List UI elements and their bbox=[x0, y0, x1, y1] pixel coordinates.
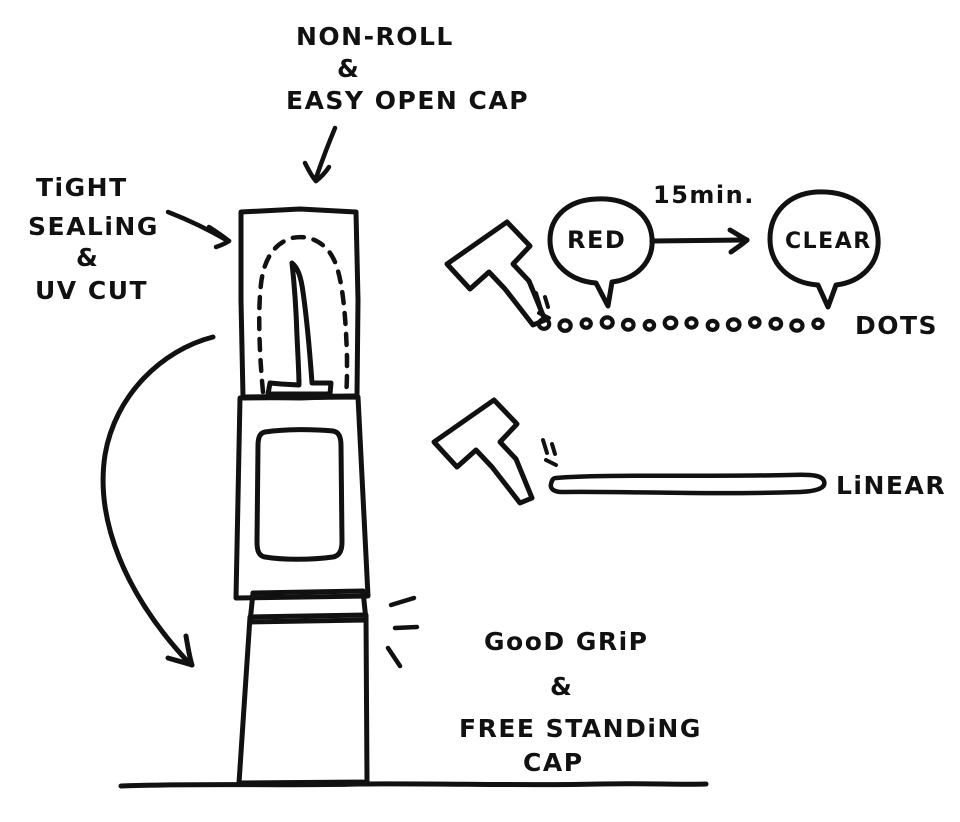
bottom-label-line4: CAP bbox=[523, 748, 584, 777]
dot-mark bbox=[747, 316, 762, 329]
marker-tool-icon-linear bbox=[431, 397, 535, 506]
marker-tool-icon-dots bbox=[444, 219, 548, 328]
linear-label: LiNEAR bbox=[836, 471, 946, 500]
cap-inner-liner bbox=[257, 234, 350, 396]
dot-mark bbox=[662, 315, 679, 331]
dot-mark bbox=[725, 317, 742, 333]
clear-bubble-text: CLEAR bbox=[785, 229, 872, 254]
dot-mark bbox=[811, 317, 825, 331]
linear-stroke bbox=[548, 472, 827, 496]
left-label-line1: TiGHT bbox=[36, 173, 128, 202]
sparkle-icon bbox=[385, 595, 420, 669]
dots-stroke bbox=[536, 315, 825, 333]
dot-mark bbox=[620, 317, 636, 332]
top-annotation-label: NON-ROLL & EASY OPEN CAP bbox=[286, 22, 529, 115]
dot-mark bbox=[789, 318, 805, 333]
left-annotation-label: TiGHT SEALiNG & UV CUT bbox=[28, 173, 159, 305]
pen-barrel bbox=[233, 394, 371, 601]
barrel-label-window bbox=[254, 427, 345, 562]
sparkle-icon-linear bbox=[541, 438, 558, 467]
pen-grip bbox=[236, 612, 370, 786]
dot-mark bbox=[642, 318, 657, 332]
sparkle-icon-dots bbox=[534, 291, 551, 320]
dots-label: DOTS bbox=[855, 311, 938, 340]
dot-mark bbox=[579, 317, 593, 330]
clear-speech-bubble: CLEAR bbox=[767, 189, 881, 310]
duration-label: 15min. bbox=[653, 181, 755, 209]
dot-mark bbox=[705, 318, 720, 332]
pen-nib bbox=[265, 260, 334, 397]
bottom-annotation-label: GooD GRiP & FREE STANDiNG CAP bbox=[459, 627, 702, 777]
dot-mark bbox=[536, 317, 552, 331]
left-pointer-arrow-icon bbox=[165, 209, 232, 250]
bottom-label-line2: & bbox=[550, 672, 573, 701]
duration-arrow-group: 15min. bbox=[649, 181, 755, 255]
top-label-line2: & bbox=[337, 54, 360, 83]
ground-line bbox=[118, 781, 709, 789]
dot-mark bbox=[684, 316, 699, 330]
top-label-line1: NON-ROLL bbox=[296, 22, 454, 51]
down-arrow-icon bbox=[302, 125, 338, 184]
top-label-line3: EASY OPEN CAP bbox=[286, 86, 529, 115]
dot-mark bbox=[599, 315, 615, 330]
left-label-line4: UV CUT bbox=[35, 276, 148, 305]
red-bubble-text: RED bbox=[567, 226, 626, 254]
left-label-line2: SEALiNG bbox=[28, 212, 159, 241]
dot-mark bbox=[768, 316, 784, 331]
bottom-label-line3: FREE STANDiNG bbox=[459, 714, 702, 743]
left-label-line3: & bbox=[76, 243, 99, 272]
red-speech-bubble: RED bbox=[547, 196, 655, 309]
curved-arrow-icon bbox=[100, 334, 216, 668]
bottom-label-line1: GooD GRiP bbox=[484, 627, 649, 656]
dot-mark bbox=[557, 318, 573, 333]
